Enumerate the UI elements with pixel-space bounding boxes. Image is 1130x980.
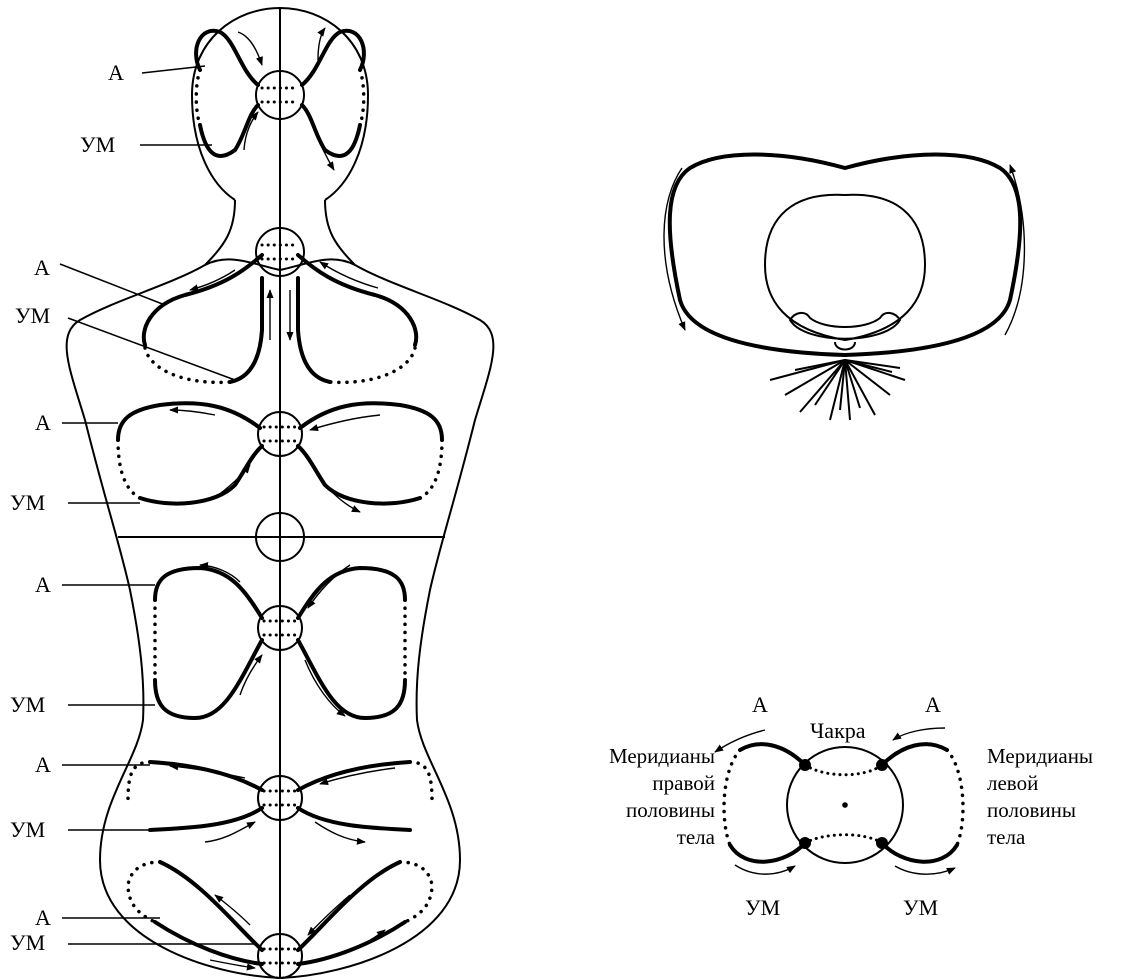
label-a-1: А	[108, 60, 124, 85]
svg-text:половины: половины	[987, 798, 1076, 822]
svg-text:половины: половины	[626, 798, 715, 822]
legend-dotted-top	[805, 765, 882, 775]
legend-chakra-center	[842, 802, 848, 808]
label-um-1: УМ	[80, 132, 115, 157]
section-spinal-point	[835, 342, 855, 350]
section-inner-cavity	[765, 195, 925, 340]
label-um-4: УМ	[10, 692, 45, 717]
body-figure	[67, 8, 494, 978]
label-a-3: А	[35, 410, 51, 435]
legend-right-half-caption: Меридианы правой половины тела	[609, 744, 716, 849]
section-vertebra-arc	[790, 313, 900, 339]
body-labels: А УМ А УМ А УМ А УМ А УМ А УМ	[10, 60, 255, 955]
svg-text:правой: правой	[652, 771, 715, 795]
label-um-5: УМ	[10, 817, 45, 842]
svg-text:тела: тела	[987, 825, 1026, 849]
legend-label-chakra: Чакра	[810, 718, 866, 743]
label-a-5: А	[35, 752, 51, 777]
legend-label-a-right: А	[925, 692, 941, 717]
label-um-3: УМ	[10, 490, 45, 515]
chakra-legend: А А Чакра УМ УМ Меридианы правой половин…	[609, 692, 1093, 920]
label-a-2: А	[34, 255, 50, 280]
legend-left-half-caption: Меридианы левой половины тела	[987, 744, 1093, 849]
label-a-4: А	[35, 572, 51, 597]
svg-text:левой: левой	[987, 771, 1038, 795]
label-um-6: УМ	[10, 930, 45, 955]
legend-label-um-right: УМ	[903, 895, 938, 920]
label-um-2: УМ	[15, 303, 50, 328]
section-outline	[670, 155, 1020, 356]
svg-text:Меридианы: Меридианы	[609, 744, 715, 768]
body-cross-section	[664, 155, 1024, 421]
svg-text:Меридианы: Меридианы	[987, 744, 1093, 768]
legend-label-um-left: УМ	[745, 895, 780, 920]
legend-dotted-bottom	[805, 835, 882, 843]
section-radiating-lines	[770, 360, 905, 420]
label-a-6: А	[35, 905, 51, 930]
legend-label-a-left: А	[752, 692, 768, 717]
svg-text:тела: тела	[677, 825, 716, 849]
